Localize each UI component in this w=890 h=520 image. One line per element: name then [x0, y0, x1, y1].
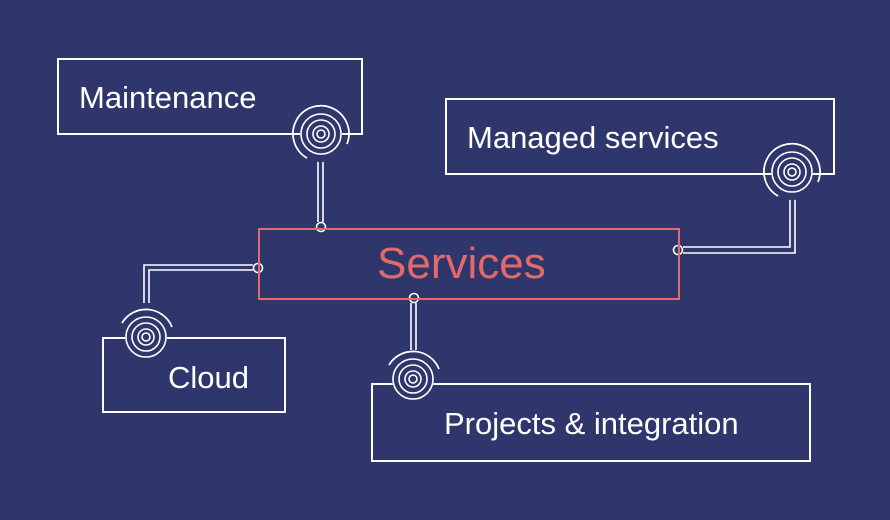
node-cloud-label: Cloud — [168, 360, 249, 395]
connector-projects — [408, 292, 420, 350]
connector-maintenance — [315, 160, 327, 233]
node-cloud — [102, 337, 286, 413]
center-node-services — [258, 228, 680, 300]
node-maintenance-label: Maintenance — [79, 80, 257, 115]
connector-managed-services — [672, 198, 796, 256]
node-managed-services — [445, 98, 835, 175]
center-node-label: Services — [377, 239, 546, 288]
node-projects-integration-label: Projects & integration — [444, 406, 739, 441]
node-projects-integration — [371, 383, 811, 462]
node-managed-services-label: Managed services — [467, 120, 719, 155]
connector-cloud — [143, 262, 264, 303]
node-maintenance — [57, 58, 363, 135]
